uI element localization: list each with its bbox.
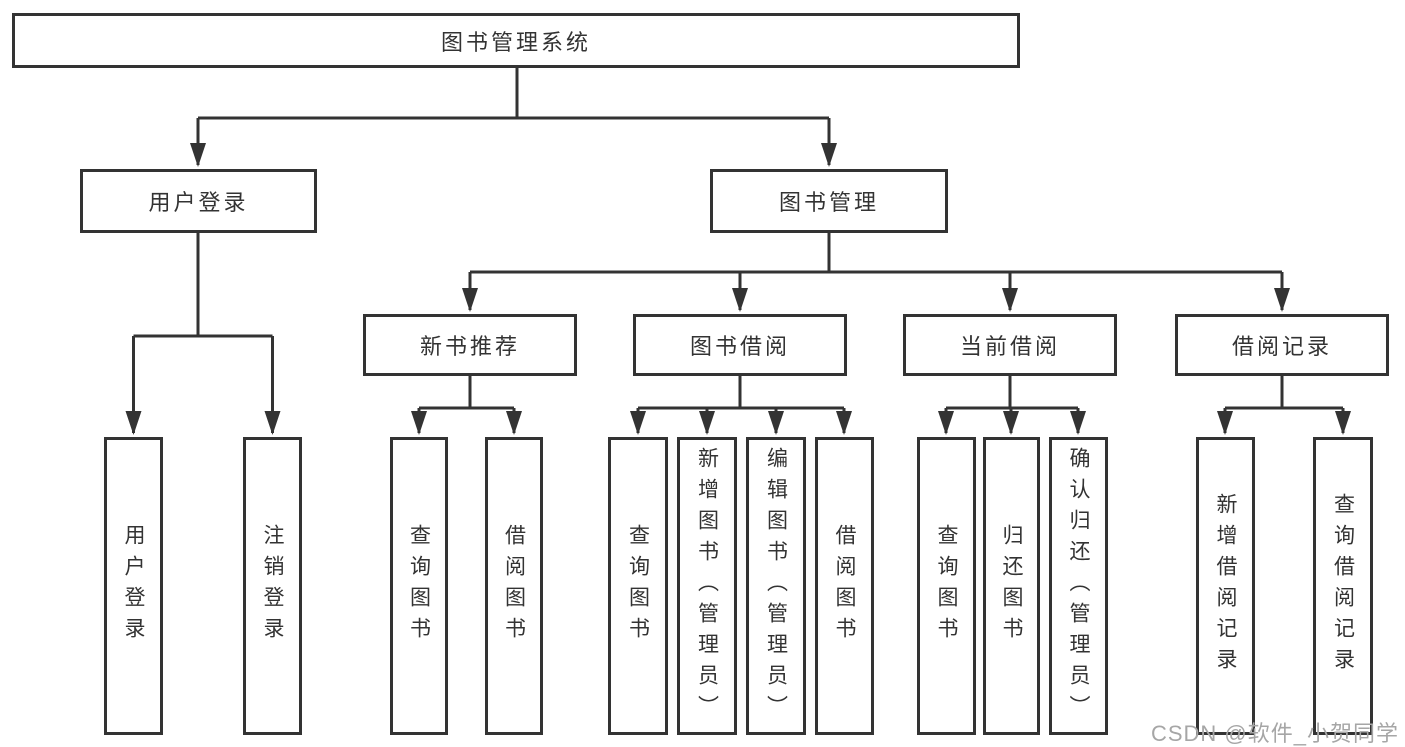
leaf-label: 新增图书（管理员） xyxy=(695,446,719,726)
leaf-label: 查询图书 xyxy=(626,524,650,648)
leaf-user-login: 用户登录 xyxy=(104,437,163,735)
leaf-label: 新增借阅记录 xyxy=(1214,493,1237,679)
leaf-label: 查询图书 xyxy=(407,524,431,648)
leaf-logout-login: 注销登录 xyxy=(243,437,302,735)
node-borrowing-records: 借阅记录 xyxy=(1175,314,1389,376)
leaf-add-borrow-record: 新增借阅记录 xyxy=(1196,437,1255,735)
leaf-return-books: 归还图书 xyxy=(983,437,1040,735)
node-current-borrowing: 当前借阅 xyxy=(903,314,1117,376)
leaf-label: 编辑图书（管理员） xyxy=(764,446,788,726)
leaf-query-books-recommend: 查询图书 xyxy=(390,437,448,735)
leaf-query-books-current: 查询图书 xyxy=(917,437,976,735)
node-book-management: 图书管理 xyxy=(710,169,948,233)
leaf-label: 借阅图书 xyxy=(502,524,526,648)
node-book-borrowing: 图书借阅 xyxy=(633,314,847,376)
leaf-label: 注销登录 xyxy=(261,524,284,648)
leaf-label: 借阅图书 xyxy=(833,524,856,648)
watermark: CSDN @软件_小贺同学 xyxy=(1150,721,1399,746)
leaf-edit-books-admin: 编辑图书（管理员） xyxy=(746,437,806,735)
leaf-query-books-borrowing: 查询图书 xyxy=(608,437,668,735)
node-user-login: 用户登录 xyxy=(80,169,317,233)
leaf-add-books-admin: 新增图书（管理员） xyxy=(677,437,737,735)
leaf-label: 查询借阅记录 xyxy=(1331,493,1355,679)
leaf-label: 确认归还（管理员） xyxy=(1067,446,1090,726)
node-root: 图书管理系统 xyxy=(12,13,1020,68)
leaf-borrow-books-borrowing: 借阅图书 xyxy=(815,437,874,735)
leaf-query-borrow-record: 查询借阅记录 xyxy=(1313,437,1373,735)
node-new-book-recommend: 新书推荐 xyxy=(363,314,577,376)
leaf-label: 用户登录 xyxy=(122,524,145,648)
leaf-label: 归还图书 xyxy=(1000,524,1023,648)
leaf-borrow-books-recommend: 借阅图书 xyxy=(485,437,543,735)
leaf-confirm-return-admin: 确认归还（管理员） xyxy=(1049,437,1108,735)
leaf-label: 查询图书 xyxy=(935,524,958,648)
